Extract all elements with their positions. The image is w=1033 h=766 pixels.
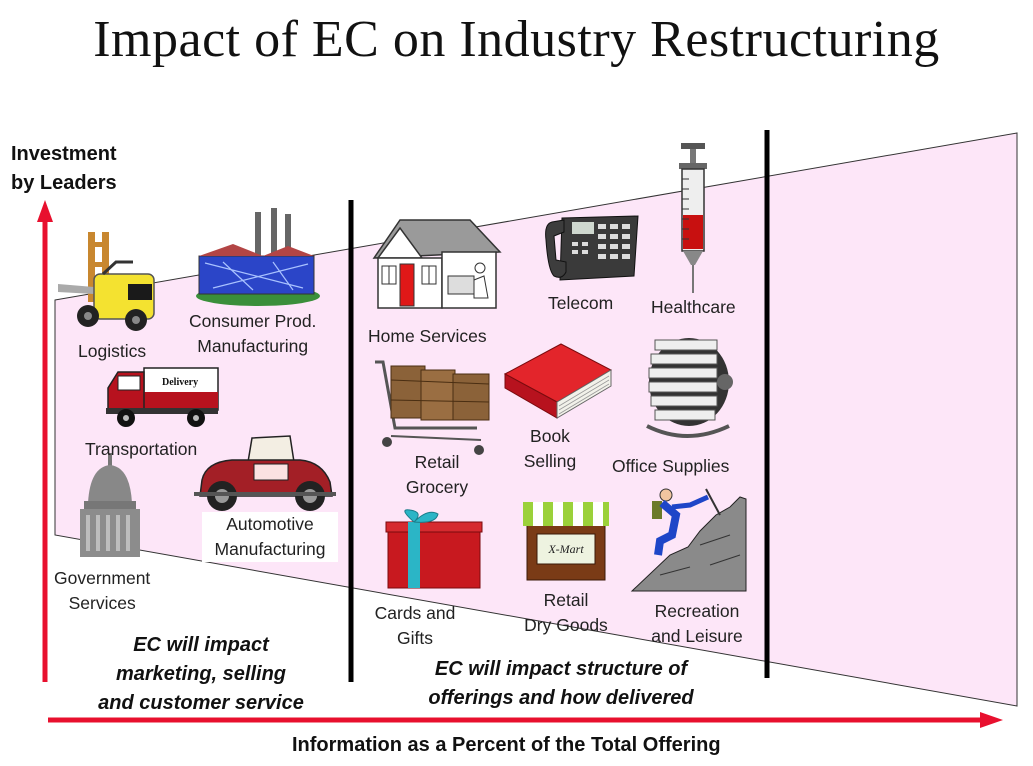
storefront-icon: X-Mart [523, 502, 609, 581]
rolodex-icon [646, 338, 733, 438]
y-axis-label: Investment by Leaders [11, 140, 117, 198]
note-left-line-1: EC will impact [133, 634, 269, 656]
label-recreation-line-2: and Leisure [651, 626, 743, 646]
label-retail-dry-goods-line-1: Retail [543, 590, 589, 610]
y-axis-label-line-2: by Leaders [11, 172, 117, 194]
x-axis-label: Information as a Percent of the Total Of… [292, 734, 721, 756]
label-logistics: Logistics [78, 339, 146, 364]
note-left: EC will impact marketing, selling and cu… [76, 631, 326, 718]
note-right: EC will impact structure of offerings an… [396, 655, 726, 713]
label-consumer-prod-line-1: Consumer Prod. [189, 311, 317, 331]
book-icon [503, 343, 613, 419]
page-title: Impact of EC on Industry Restructuring [93, 11, 940, 68]
house-icon [372, 219, 502, 309]
store-sign-text: X-Mart [547, 542, 584, 556]
note-right-line-1: EC will impact structure of [434, 658, 688, 680]
y-axis-arrowhead [37, 200, 53, 222]
label-cards-gifts-line-2: Gifts [397, 628, 433, 648]
label-transportation: Transportation [85, 437, 197, 462]
label-transportation-line: Transportation [85, 439, 198, 459]
truck-sign-text: Delivery [162, 377, 198, 388]
label-retail-dry-goods: Retail Dry Goods [515, 588, 617, 638]
label-healthcare: Healthcare [651, 295, 736, 320]
shopping-cart-icon [375, 360, 490, 455]
label-logistics-line: Logistics [78, 341, 147, 361]
label-automotive: Automotive Manufacturing [202, 512, 338, 562]
label-government: Government Services [54, 566, 150, 616]
telephone-icon [545, 215, 639, 281]
x-axis-arrowhead [980, 712, 1003, 728]
capitol-icon [80, 453, 140, 557]
label-telecom-line: Telecom [548, 293, 614, 313]
label-government-line-1: Government [54, 568, 151, 588]
label-retail-grocery-line-2: Grocery [405, 477, 469, 497]
vintage-car-icon [194, 435, 336, 511]
delivery-truck-icon: Delivery [106, 367, 219, 427]
label-cards-gifts-line-1: Cards and [374, 603, 456, 623]
label-government-line-2: Services [68, 593, 136, 613]
label-consumer-prod-line-2: Manufacturing [197, 336, 309, 356]
gift-icon [385, 509, 483, 589]
note-left-line-3: and customer service [98, 692, 304, 714]
label-automotive-line-1: Automotive [226, 514, 314, 534]
label-book-selling: Book Selling [515, 424, 585, 474]
label-recreation-line-1: Recreation [654, 601, 740, 621]
climber-icon [630, 488, 747, 592]
factory-icon [196, 208, 320, 306]
label-cards-gifts: Cards and Gifts [366, 601, 464, 651]
note-right-line-2: offerings and how delivered [428, 687, 694, 709]
label-automotive-line-2: Manufacturing [214, 539, 326, 559]
label-office-supplies-line: Office Supplies [612, 456, 730, 476]
label-retail-grocery: Retail Grocery [399, 450, 475, 500]
note-left-line-2: marketing, selling [115, 663, 287, 685]
label-consumer-prod: Consumer Prod. Manufacturing [189, 309, 316, 359]
label-home-services: Home Services [368, 324, 487, 349]
syringe-icon [679, 143, 707, 293]
label-telecom: Telecom [548, 291, 613, 316]
label-book-selling-line-1: Book [530, 426, 570, 446]
forklift-icon [58, 232, 155, 331]
label-retail-grocery-line-1: Retail [414, 452, 460, 472]
label-office-supplies: Office Supplies [612, 454, 729, 479]
label-book-selling-line-2: Selling [523, 451, 577, 471]
label-retail-dry-goods-line-2: Dry Goods [524, 615, 608, 635]
y-axis-label-line-1: Investment [11, 143, 117, 165]
label-recreation: Recreation and Leisure [640, 599, 754, 649]
label-home-services-line: Home Services [368, 326, 487, 346]
label-healthcare-line: Healthcare [651, 297, 736, 317]
